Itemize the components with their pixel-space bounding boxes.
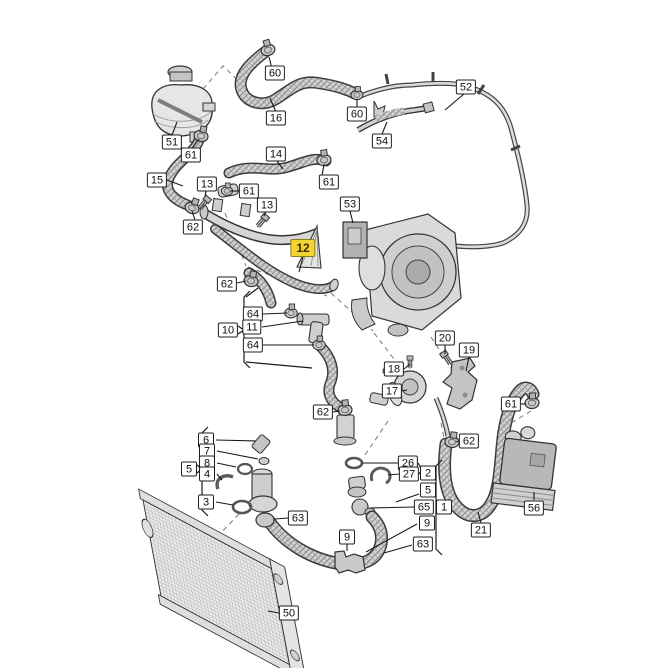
callout-9: 9 [419,515,435,531]
pipe-54 [356,101,435,133]
callout-5: 5 [420,482,436,498]
callout-51: 51 [161,134,183,150]
callout-2: 2 [420,465,436,481]
callout-62: 62 [458,433,480,449]
callout-60: 60 [346,106,368,122]
callout-61: 61 [318,174,340,190]
callout-20: 20 [434,330,456,346]
hose-group-10 [243,267,357,446]
callout-27: 27 [398,466,420,482]
callout-4: 4 [199,466,215,482]
callout-21: 21 [470,522,492,538]
callout-19: 19 [458,342,480,358]
coolant-pump-assembly [342,213,462,437]
callout-62: 62 [216,276,238,292]
callout-15: 15 [146,172,168,188]
callout-1: 1 [436,499,452,515]
callout-5: 5 [181,461,197,477]
connector-stack-group-1 [344,456,392,517]
callout-56: 56 [523,500,545,516]
callout-3: 3 [198,494,214,510]
callout-11: 11 [242,319,262,335]
callout-54: 54 [371,133,393,149]
hose-bracket-9 [334,550,366,574]
callout-61: 61 [500,396,522,412]
callout-13: 13 [196,176,218,192]
hose-14 [223,153,332,179]
callout-60: 60 [264,65,286,81]
callout-13: 13 [256,197,278,213]
callout-12: 12 [290,239,316,257]
radiator [137,488,307,668]
callout-14: 14 [265,146,287,162]
callout-16: 16 [265,110,287,126]
callout-9: 9 [339,529,355,545]
callout-63: 63 [287,510,309,526]
callout-50: 50 [278,605,300,621]
callout-62: 62 [182,219,204,235]
outlet-flange-group-5 [215,434,278,528]
hose-16 [234,46,362,110]
callout-63: 63 [412,536,434,552]
mounting-bracket-19 [442,357,478,410]
callout-64: 64 [242,337,264,353]
callout-10: 10 [217,322,239,338]
callout-17: 17 [381,383,403,399]
callout-62: 62 [312,404,334,420]
callout-53: 53 [339,196,361,212]
callout-61: 61 [180,147,202,163]
callout-61: 61 [238,183,260,199]
callout-65: 65 [413,499,435,515]
callout-18: 18 [383,361,405,377]
callout-52: 52 [455,79,477,95]
junction-pipe [199,197,319,246]
